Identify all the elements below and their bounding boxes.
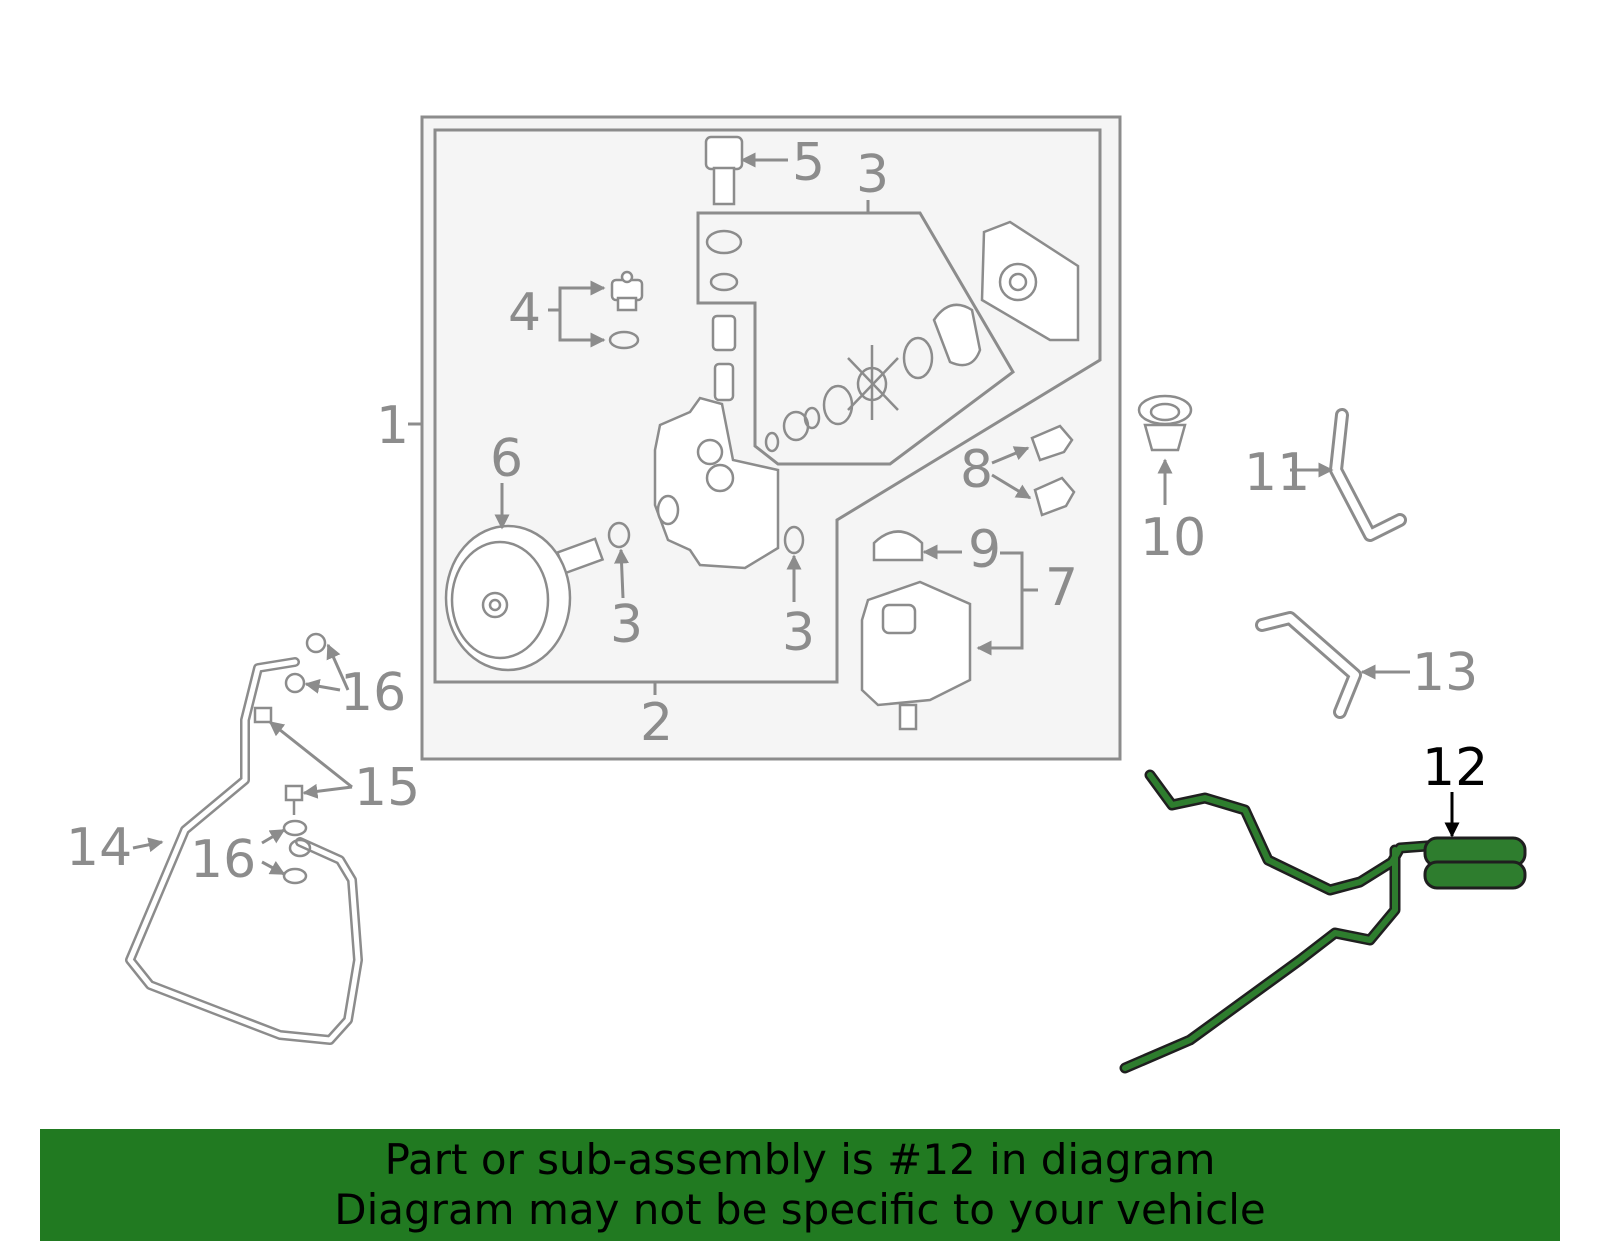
- info-banner: Part or sub-assembly is #12 in diagram D…: [40, 1129, 1560, 1241]
- callout-16-top: 16: [340, 663, 406, 723]
- pump-internals: [764, 303, 982, 453]
- part-16-washers: [282, 632, 327, 885]
- pump-subassembly-outline: [433, 128, 1102, 684]
- part-9-cap: [872, 530, 924, 562]
- part-6-pulley: [444, 524, 605, 672]
- part-14-hose-line: [125, 657, 363, 1045]
- callout-1: 1: [376, 396, 409, 456]
- callout-5: 5: [792, 133, 825, 193]
- callout-3-right: 3: [782, 603, 815, 663]
- callout-3-left: 3: [610, 595, 643, 655]
- pump-body: [653, 396, 780, 570]
- part-11-hose: [1329, 408, 1407, 542]
- part-10-grommet: [1137, 394, 1193, 452]
- banner-line-disclaimer: Diagram may not be specific to your vehi…: [334, 1185, 1266, 1234]
- callout-2: 2: [640, 693, 673, 753]
- part-15-bolts: [253, 706, 304, 815]
- seal-kit-outline: [696, 211, 1015, 466]
- callout-12: 12: [1422, 738, 1488, 798]
- part-8-clips: [1030, 424, 1076, 517]
- leader-lines: [132, 152, 1410, 876]
- callout-8: 8: [960, 440, 993, 500]
- callout-14: 14: [66, 818, 132, 878]
- part-12-cooler-line: [1119, 769, 1527, 1074]
- callout-11: 11: [1244, 443, 1310, 503]
- part-4-valve: [608, 270, 644, 350]
- callout-16-bottom: 16: [190, 830, 256, 890]
- callout-15: 15: [354, 758, 420, 818]
- part-7-reservoir: [860, 580, 972, 731]
- callout-9: 9: [968, 520, 1001, 580]
- callout-4: 4: [508, 283, 541, 343]
- callout-10: 10: [1140, 508, 1206, 568]
- pump-cover: [980, 220, 1080, 342]
- callout-13: 13: [1412, 643, 1478, 703]
- banner-line-part: Part or sub-assembly is #12 in diagram: [384, 1135, 1216, 1184]
- o-rings-stack: [705, 229, 743, 402]
- callout-7: 7: [1045, 558, 1078, 618]
- callout-6: 6: [490, 429, 523, 489]
- part-3-seals: [607, 521, 805, 555]
- callout-3-top: 3: [856, 145, 889, 205]
